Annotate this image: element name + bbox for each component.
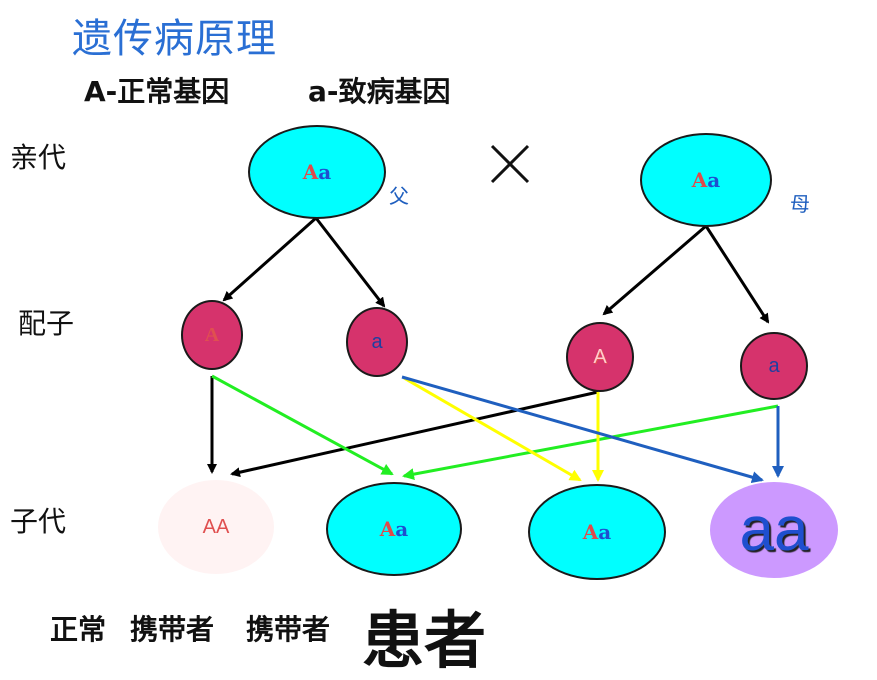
label-parents: 亲代 [10, 141, 67, 174]
mother-genotype: Aa [691, 168, 721, 192]
gamete-mother-a: a [740, 332, 808, 400]
phenotype-normal: 正常 [50, 613, 107, 646]
arrow-mother-to-a [704, 225, 770, 324]
mother-label: 母 [790, 192, 810, 216]
label-gametes: 配子 [18, 307, 75, 340]
gamete-father-A: A [181, 300, 243, 370]
father-genotype: Aa [302, 160, 332, 184]
mother-node: Aa [640, 133, 772, 227]
legend-recessive: a-致病基因 [308, 75, 451, 108]
arrow-fa-to-aa [401, 375, 764, 484]
phenotype-patient: 患者 [362, 604, 487, 677]
arrow-mA-to-AA [230, 390, 599, 478]
arrow-father-to-a [314, 217, 386, 308]
legend-dominant: A-正常基因 [84, 75, 230, 108]
arrow-father-to-A [222, 216, 317, 302]
arrow-mother-to-A [602, 224, 707, 316]
offspring-Aa-2: Aa [528, 484, 666, 580]
arrow-ma-to-Aa [402, 404, 779, 481]
arrow-fa-to-Aa2 [403, 376, 582, 482]
label-offspring: 子代 [10, 505, 67, 538]
phenotype-carrier-1: 携带者 [130, 613, 215, 646]
offspring-aa: aa [710, 482, 838, 578]
father-node: Aa [248, 125, 386, 219]
gamete-mother-A: A [566, 322, 634, 392]
cross-icon [490, 144, 530, 184]
arrow-fA-to-Aa [211, 374, 394, 476]
gamete-father-a: a [346, 307, 408, 377]
offspring-AA: AA [158, 480, 274, 574]
page-title: 遗传病原理 [72, 16, 277, 62]
offspring-Aa-1: Aa [326, 482, 462, 576]
phenotype-carrier-2: 携带者 [246, 613, 331, 646]
father-label: 父 [389, 184, 409, 208]
